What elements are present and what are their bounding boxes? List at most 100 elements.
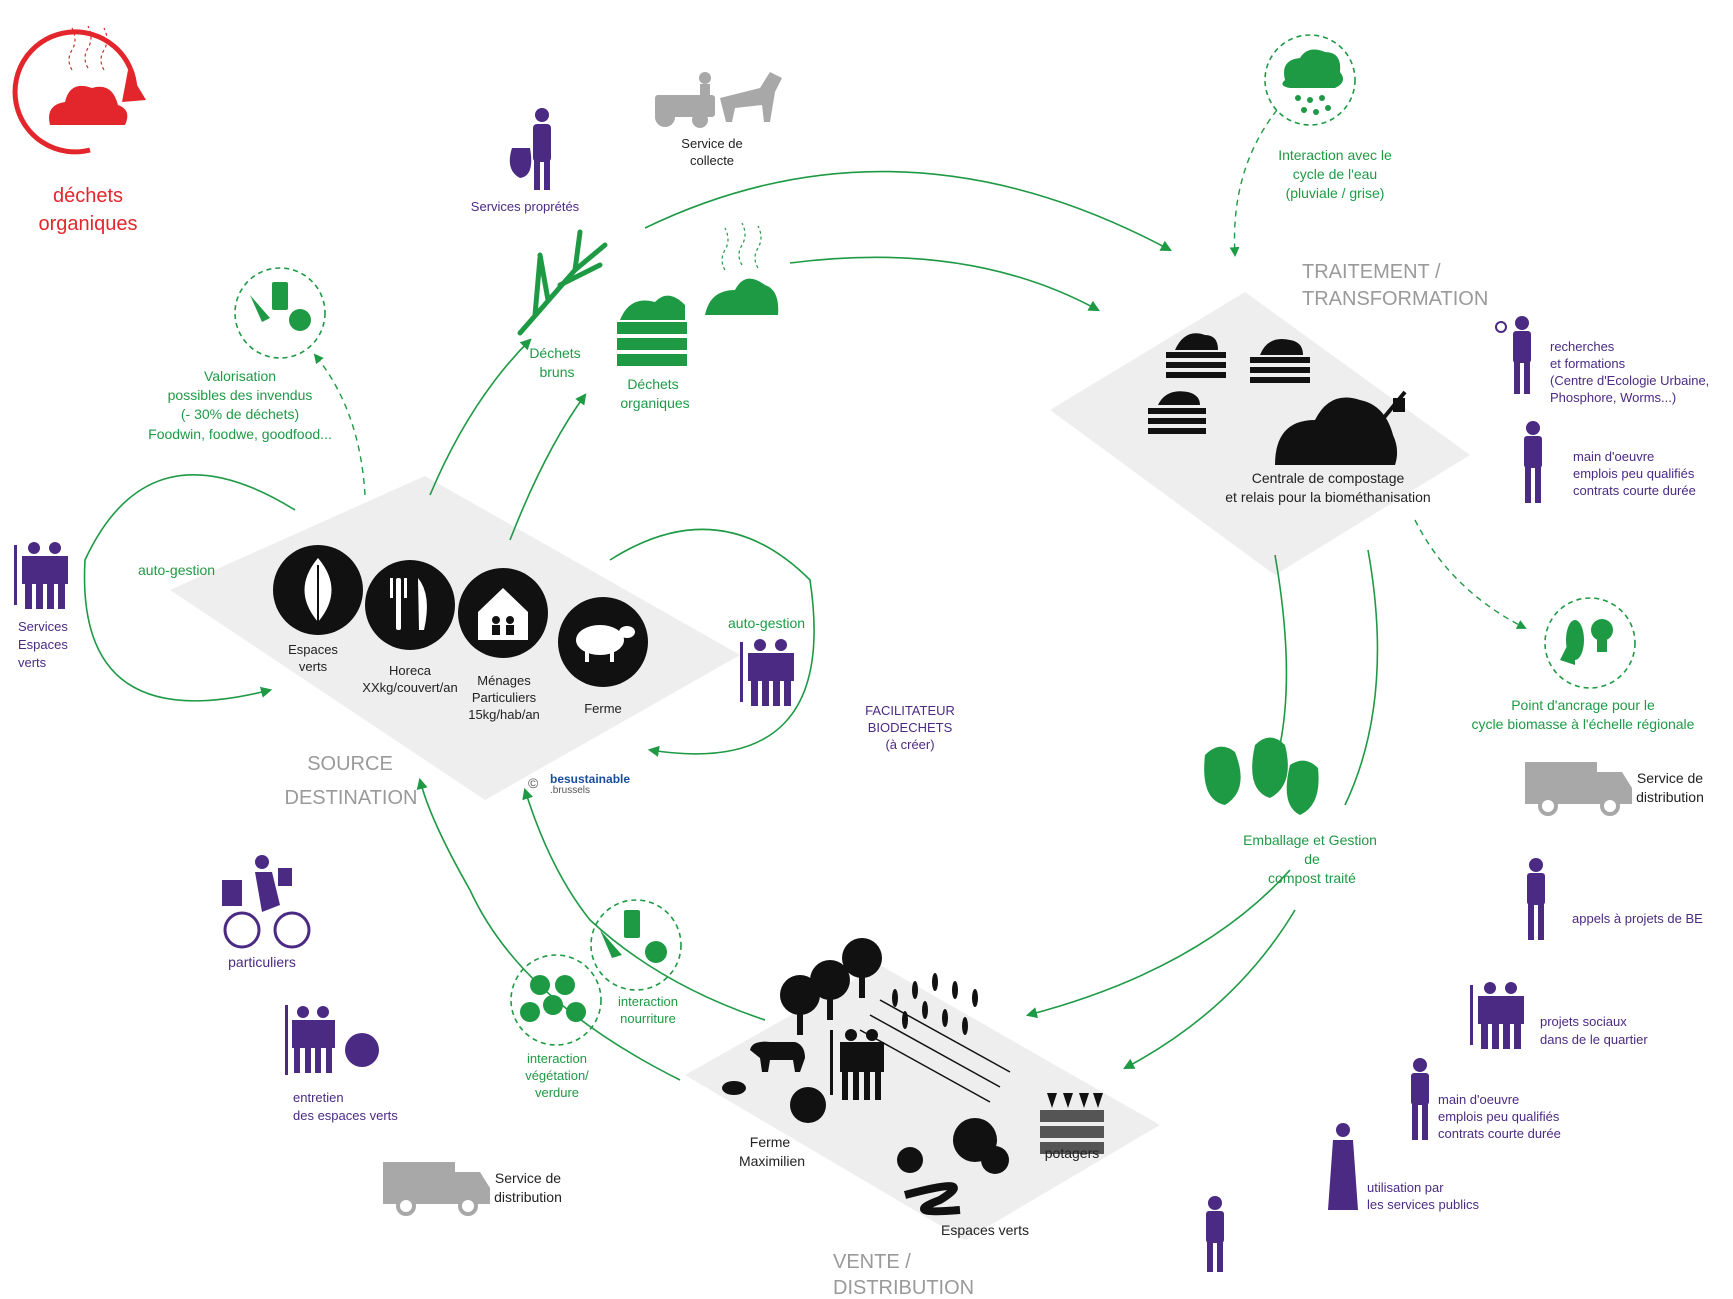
section-sale-1: VENTE / — [833, 1251, 911, 1273]
logo-line-1: besustainable — [550, 772, 631, 786]
compost-pile-icon — [1148, 333, 1407, 465]
worker-icon-3 — [1411, 1058, 1429, 1140]
compost-bags-icon — [1204, 737, 1319, 815]
main-oeuvre-2-3: contrats courte durée — [1438, 1126, 1561, 1141]
cutlery-icon — [365, 560, 455, 650]
espaces-verts-label: Espaces verts — [941, 1222, 1029, 1238]
researcher-icon — [1495, 316, 1531, 394]
eau-2: cycle de l'eau — [1292, 166, 1378, 182]
eau-3: (pluviale / grise) — [1285, 185, 1385, 201]
eau-1: Interaction avec le — [1278, 147, 1392, 163]
recherches-1: recherches — [1550, 339, 1615, 354]
legend-title-2: organiques — [38, 213, 138, 235]
trees-icon — [520, 975, 586, 1022]
house-family-icon — [458, 568, 548, 658]
emballage-2: de — [1304, 851, 1320, 867]
dechets-bruns-1: Déchets — [529, 345, 581, 361]
source-menages-3: 15kg/hab/an — [468, 707, 540, 722]
farmers-icon-2 — [740, 639, 794, 706]
distribution-left-2: distribution — [494, 1189, 562, 1205]
interaction-vegetation-1: interaction — [527, 1051, 587, 1066]
particuliers: particuliers — [228, 954, 296, 970]
services-publics-2: les services publics — [1367, 1197, 1479, 1212]
source-menages-2: Particuliers — [471, 690, 537, 705]
distribution-right-1: Service de — [1636, 770, 1704, 786]
facilitateur-3: (à créer) — [885, 737, 935, 752]
recherches-2: et formations — [1550, 356, 1626, 371]
logo-copyright: © — [528, 775, 539, 791]
sheep-icon — [558, 597, 648, 687]
dashed-arrows — [313, 109, 1527, 629]
centrale-2: et relais pour la biométhanisation — [1225, 489, 1431, 505]
valorisation-3: (- 30% de déchets) — [180, 406, 300, 422]
distribution-left-1: Service de — [494, 1170, 562, 1186]
entretien-2: des espaces verts — [293, 1108, 398, 1123]
main-oeuvre-2-2: emplois peu qualifiés — [1438, 1109, 1560, 1124]
horse-cart-icon — [655, 72, 782, 128]
flow-arrows — [83, 170, 1379, 1081]
valorisation-4: Foodwin, foodwe, goodfood... — [148, 426, 332, 442]
main-oeuvre-1-3: contrats courte durée — [1573, 483, 1696, 498]
treatment-diamond — [1050, 292, 1470, 575]
farmers-icon-3 — [1470, 982, 1524, 1049]
appels-projets: appels à projets de BE — [1572, 911, 1703, 926]
facilitateur-2: BIODECHETS — [867, 720, 953, 735]
service-collecte-2: collecte — [689, 153, 735, 168]
section-treatment-2: TRANSFORMATION — [1302, 288, 1489, 310]
ancrage-1: Point d'ancrage pour le — [1511, 697, 1655, 713]
entretien-1: entretien — [293, 1090, 344, 1105]
cyclist-icon — [222, 855, 311, 949]
source-espaces-verts-2: verts — [298, 659, 328, 674]
worker-icon-4 — [1206, 1196, 1224, 1272]
truck-icon-left — [383, 1162, 490, 1216]
main-oeuvre-1-1: main d'oeuvre — [1573, 449, 1655, 464]
dechets-organiques-2: organiques — [620, 395, 690, 411]
services-publics-1: utilisation par — [1367, 1180, 1444, 1195]
vegetable-garden-crate-icon — [1040, 1093, 1104, 1154]
official-icon — [1328, 1123, 1358, 1210]
dechets-bruns-2: bruns — [539, 364, 575, 380]
ferme-maximilien-1: Ferme — [749, 1134, 791, 1150]
interaction-nourriture-1: interaction — [618, 994, 678, 1009]
section-source-1: SOURCE — [307, 753, 393, 775]
vegetable-crate-icon — [617, 295, 687, 366]
farmers-icon — [14, 542, 68, 609]
worker-icon-1 — [1524, 421, 1542, 503]
service-collecte-1: Service de — [681, 136, 743, 151]
sale-diamond — [685, 965, 1160, 1240]
logo-line-2: .brussels — [550, 785, 591, 796]
truck-icon-right — [1525, 762, 1632, 816]
source-menages-1: Ménages — [477, 673, 531, 688]
wheat-field-icon — [859, 973, 1011, 1103]
branch-icon — [517, 229, 608, 336]
potagers-label: potagers — [1044, 1145, 1100, 1161]
emballage-3: compost traité — [1268, 870, 1356, 886]
distribution-right-2: distribution — [1636, 789, 1704, 805]
source-horeca-1: Horeca — [389, 663, 431, 678]
section-source-2: DESTINATION — [284, 787, 418, 809]
source-horeca-2: XXkg/couvert/an — [362, 680, 458, 695]
interaction-vegetation-3: verdure — [534, 1085, 580, 1100]
leaf-icon — [273, 545, 363, 635]
farm-scene-icon — [722, 938, 1009, 1216]
projets-sociaux-1: projets sociaux — [1540, 1014, 1627, 1029]
legend-title-1: déchets — [52, 185, 124, 207]
dechets-organiques-1: Déchets — [627, 376, 679, 392]
food-products-icon — [250, 282, 311, 331]
dashed-rings — [234, 34, 1636, 1046]
valorisation-1: Valorisation — [203, 368, 277, 384]
auto-gestion-right: auto-gestion — [728, 615, 806, 631]
ancrage-2: cycle biomasse à l'échelle régionale — [1471, 716, 1695, 732]
main-oeuvre-2-1: main d'oeuvre — [1438, 1092, 1520, 1107]
interaction-vegetation-2: végétation/ — [525, 1068, 589, 1083]
source-espaces-verts-1: Espaces — [288, 642, 338, 657]
farmers-sheep-icon — [285, 1005, 379, 1075]
services-espaces-verts-1: Services — [18, 619, 68, 634]
rain-cloud-icon — [1282, 49, 1344, 115]
recherches-3: (Centre d'Ecologie Urbaine, — [1550, 373, 1710, 388]
emballage-1: Emballage et Gestion — [1243, 832, 1377, 848]
main-oeuvre-1-2: emplois peu qualifiés — [1573, 466, 1695, 481]
food-products-icon-2 — [600, 910, 667, 963]
ferme-maximilien-2: Maximilien — [738, 1153, 806, 1169]
